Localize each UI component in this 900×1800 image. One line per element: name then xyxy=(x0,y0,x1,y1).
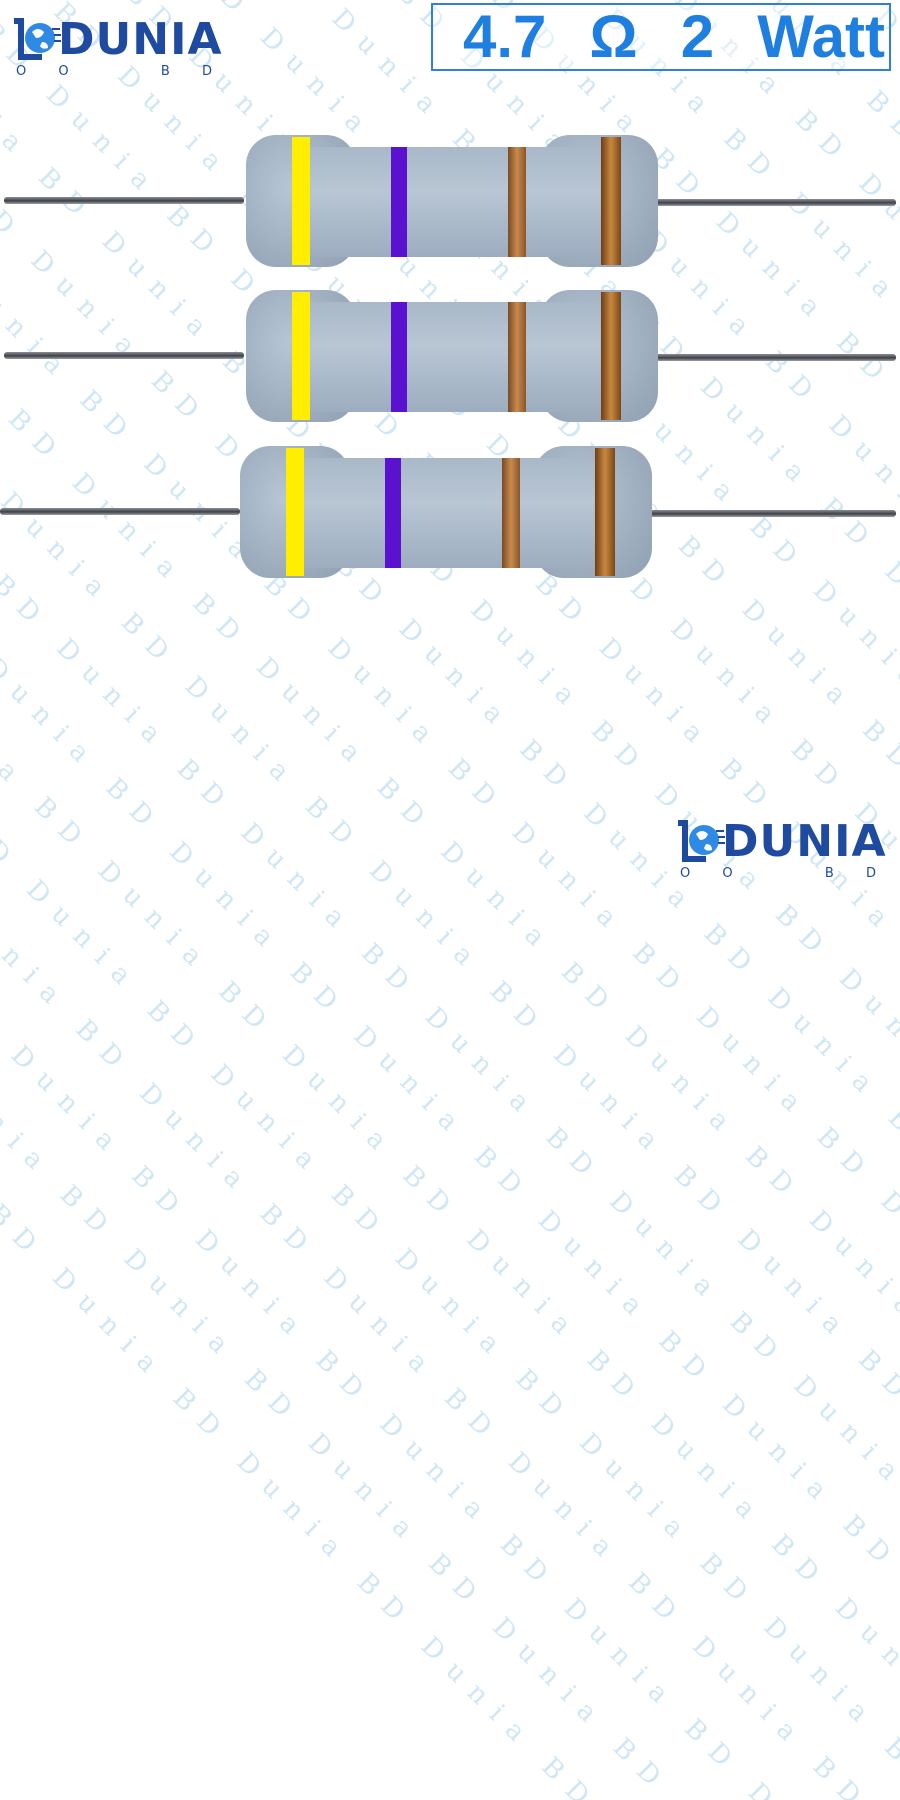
lead-wire-left xyxy=(4,197,244,204)
subtitle-letter: O xyxy=(58,64,69,79)
resistor-body xyxy=(234,446,654,578)
resistance-value: 4.7 xyxy=(463,3,547,70)
subtitle-letter: D xyxy=(865,866,876,881)
cart-globe-icon xyxy=(678,820,725,862)
lead-wire-right xyxy=(650,354,896,361)
band-gold-tolerance xyxy=(595,448,615,576)
resistor-body xyxy=(240,135,660,267)
brand-logo-bottom: DUNIA O O B D xyxy=(676,812,886,882)
wattage-value: 2 xyxy=(680,3,715,70)
brand-name: DUNIA xyxy=(58,14,223,65)
lead-wire-right xyxy=(650,510,896,517)
resistor-3 xyxy=(0,446,900,586)
cart-globe-icon xyxy=(14,18,61,60)
ohm-symbol: Ω xyxy=(589,3,638,70)
subtitle-letter: O xyxy=(16,64,27,79)
subtitle-letter: O xyxy=(722,866,733,881)
brand-subtitle: O O B D xyxy=(16,64,212,79)
subtitle-letter: O xyxy=(680,866,691,881)
band-gold-tolerance xyxy=(601,137,621,265)
brand-logo-top: DUNIA O O B D xyxy=(12,10,222,80)
subtitle-letter: B xyxy=(160,64,170,79)
band-gold xyxy=(502,458,520,568)
band-yellow xyxy=(286,448,304,576)
brand-name: DUNIA xyxy=(722,816,887,867)
lead-wire-right xyxy=(650,199,896,206)
band-violet xyxy=(391,147,407,257)
band-gold-tolerance xyxy=(601,292,621,420)
band-violet xyxy=(391,302,407,412)
resistor-body xyxy=(240,290,660,422)
lead-wire-left xyxy=(0,508,240,515)
band-gold xyxy=(508,147,526,257)
band-yellow xyxy=(292,137,310,265)
subtitle-letter: D xyxy=(201,64,212,79)
band-gold xyxy=(508,302,526,412)
band-yellow xyxy=(292,292,310,420)
subtitle-letter: B xyxy=(824,866,834,881)
wattage-unit: Watt xyxy=(757,3,885,70)
band-violet xyxy=(385,458,401,568)
resistor-1 xyxy=(0,135,900,275)
brand-subtitle: O O B D xyxy=(680,866,876,881)
resistor-2 xyxy=(0,290,900,430)
spec-label: 4.7 Ω 2 Watt xyxy=(431,3,891,71)
lead-wire-left xyxy=(4,352,244,359)
